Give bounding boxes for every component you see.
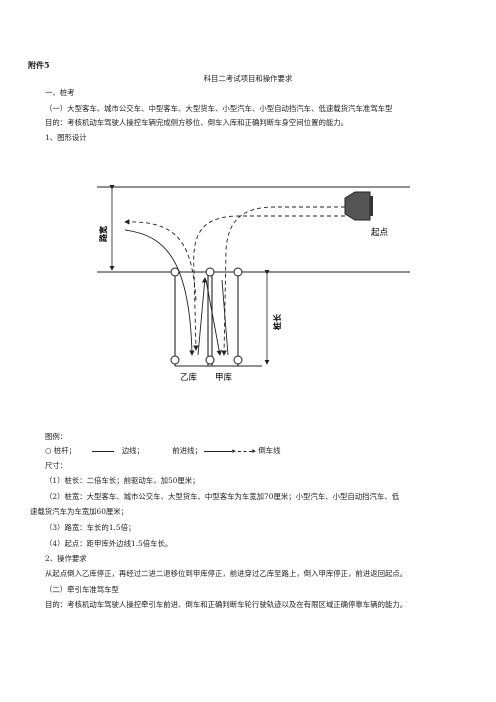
pile-symbol-icon: ○: [45, 446, 52, 455]
pile-post: [170, 355, 180, 365]
reverse-line: [197, 277, 208, 356]
reverse-symbol-icon: [238, 450, 253, 452]
reverse-line: [124, 229, 195, 356]
legend-forward: 前进线；: [172, 446, 202, 455]
forward-line: [221, 206, 345, 356]
subsection-heading: （一）大型客车、城市公交车、中型客车、大型货车、小型汽车、小型自动挡汽车、低速载…: [45, 104, 393, 113]
pile-post: [233, 267, 243, 277]
vehicle-icon: [344, 191, 371, 221]
page-title: 科目二考试项目和操作要求: [203, 74, 293, 83]
legend-reverse: 倒车线: [258, 446, 281, 455]
reverse-line: [221, 279, 229, 356]
dimension-item: （4）起点：距甲库外边线1.5倍车长。: [45, 539, 173, 548]
pile-post: [233, 355, 243, 365]
edge-symbol-icon: [92, 450, 115, 452]
start-label: 起点: [371, 228, 389, 238]
forward-line: [193, 215, 345, 351]
forward-line: [124, 219, 197, 301]
figure-title: 1、图形设计: [45, 133, 87, 142]
lib-a-label: 甲库: [215, 372, 233, 383]
dimensions-title: 尺寸：: [45, 461, 68, 470]
road-width-label: 路宽: [98, 226, 108, 242]
pile-length-label: 桩长: [272, 313, 282, 330]
vehicle-bumper: [370, 196, 373, 216]
arrow-icon: ▸: [232, 446, 236, 455]
subsection-heading: （二）牵引车准驾车型: [45, 585, 119, 594]
legend-edge: 边线；: [121, 446, 144, 455]
forward-symbol-icon: [204, 450, 233, 452]
dimension-item: （3）路宽：车长的1.5倍；: [45, 523, 136, 532]
legend-pile: 桩杆；: [53, 446, 76, 455]
dimension-item: 速载货汽车为车宽加60厘米；: [30, 507, 129, 516]
arrow-icon: ▸: [252, 446, 256, 455]
legend-title: 图例：: [45, 432, 68, 441]
operation-title: 2、操作要求: [45, 554, 87, 563]
reverse-line: [205, 279, 222, 356]
dimension-item: （2）桩宽：大型客车、城市公交车、大型货车、中型客车为车宽加70厘米；小型汽车、…: [45, 492, 400, 501]
purpose-text: 目的：考核机动车驾驶人操控车辆完成侧方移位、倒车入库和正确判断车身空间位置的能力…: [45, 118, 349, 127]
section-heading: 一、桩考: [45, 88, 75, 97]
attachment-label: 附件5: [28, 60, 50, 70]
pile-post: [205, 355, 215, 365]
dimension-item: （1）桩长：二倍车长；前驱动车，加50厘米；: [45, 476, 200, 485]
lib-b-label: 乙库: [180, 372, 198, 383]
purpose-text: 目的：考核机动车驾驶人操控牵引车前进、倒车和正确判断车轮行驶轨迹以及在有限区域正…: [45, 600, 408, 609]
legend-row: ○ 桩杆； 边线； 前进线； ▸ ▸ 倒车线: [45, 446, 281, 456]
pile-post: [205, 267, 215, 277]
operation-text: 从起点倒入乙库停正，再经过二进二退移位到甲库停正，前进穿过乙库至路上，倒入甲库停…: [45, 569, 408, 578]
parking-course-diagram: 路宽 起点 桩长 乙库 甲库: [97, 185, 410, 383]
